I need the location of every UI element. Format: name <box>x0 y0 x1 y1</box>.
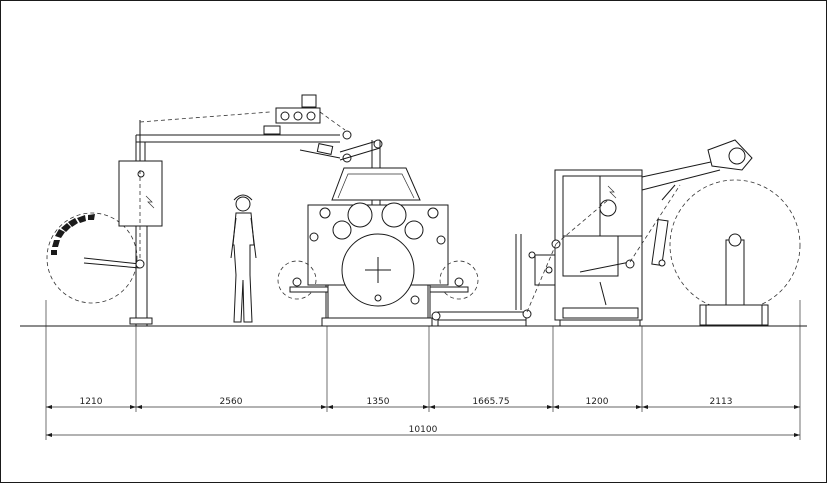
dimension-label-1: 1210 <box>80 397 103 407</box>
dimension-label-5: 1200 <box>586 397 609 407</box>
dimension-label-4: 1665.75 <box>472 397 509 407</box>
rewind-unit <box>526 169 681 326</box>
overhead-frame <box>135 111 346 260</box>
dimension-row-total <box>46 433 800 437</box>
top-drive-unit <box>263 94 383 210</box>
laminating-unit <box>277 167 479 327</box>
dimension-label-6: 2113 <box>710 397 733 407</box>
dimension-label-total: 10100 <box>409 425 438 435</box>
rewind-roll <box>641 139 801 326</box>
dimension-label-2: 2560 <box>220 397 243 407</box>
conveyor-table <box>431 234 532 326</box>
dimension-extension-lines <box>45 300 801 440</box>
dimension-label-3: 1350 <box>367 397 390 407</box>
dimension-row-segments <box>46 405 800 409</box>
operator-figure <box>230 194 257 323</box>
unwind-stand <box>46 120 163 326</box>
